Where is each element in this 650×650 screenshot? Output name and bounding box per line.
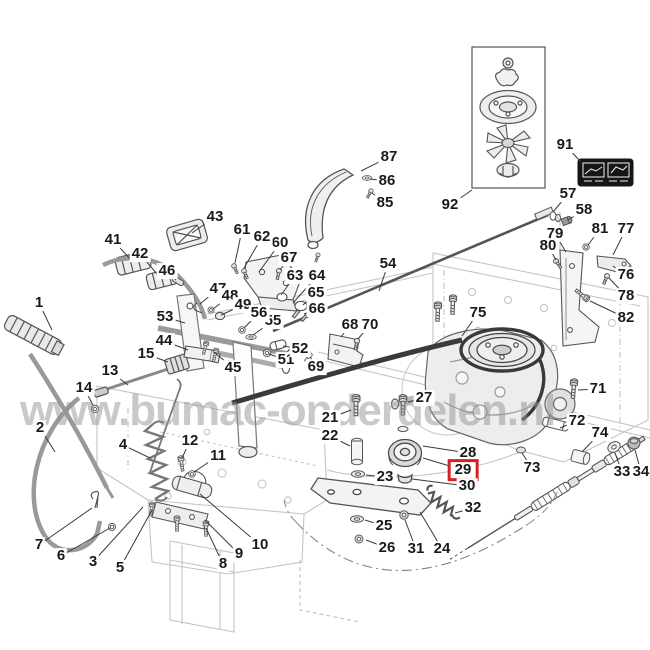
- part-label-67: 67: [278, 249, 300, 267]
- part-label-3: 3: [86, 553, 100, 571]
- part-label-61: 61: [231, 221, 253, 239]
- part-label-11: 11: [208, 447, 228, 465]
- belt-guard: [304, 168, 355, 263]
- part-label-53: 53: [154, 308, 176, 326]
- part-label-77: 77: [615, 220, 637, 238]
- part-label-27: 27: [413, 389, 435, 407]
- part-label-10: 10: [249, 536, 271, 554]
- part-label-81: 81: [589, 220, 611, 238]
- part-label-28: 28: [457, 444, 479, 462]
- part-label-69: 69: [305, 358, 327, 376]
- part-label-32: 32: [462, 499, 484, 517]
- part-label-12: 12: [179, 432, 201, 450]
- leader-line-6: [60, 527, 111, 557]
- part-label-42: 42: [129, 245, 151, 263]
- part-label-34: 34: [630, 463, 650, 481]
- part-label-82: 82: [615, 309, 637, 327]
- part-label-21: 21: [319, 409, 341, 427]
- part-label-49: 49: [232, 296, 254, 314]
- lower-brackets: [90, 454, 213, 537]
- part-label-22: 22: [319, 427, 341, 445]
- part-label-46: 46: [156, 262, 178, 280]
- part-label-43: 43: [204, 208, 226, 226]
- small-hardware: [171, 275, 287, 364]
- part-label-2: 2: [33, 419, 47, 437]
- part-label-44: 44: [153, 332, 175, 350]
- part-label-74: 74: [589, 424, 611, 442]
- part-label-33: 33: [611, 463, 633, 481]
- part-label-66: 66: [306, 300, 328, 318]
- idler-pulley-group: [310, 438, 432, 544]
- part-label-30: 30: [456, 477, 478, 495]
- part-label-85: 85: [374, 194, 396, 212]
- part-label-72: 72: [566, 412, 588, 430]
- part-label-63: 63: [284, 267, 306, 285]
- part-label-54: 54: [377, 255, 399, 273]
- spacer-sleeve: [351, 437, 363, 466]
- part-label-70: 70: [359, 316, 381, 334]
- part-label-1: 1: [32, 294, 46, 312]
- part-label-65: 65: [305, 284, 327, 302]
- return-spring: [142, 378, 182, 502]
- part-label-5: 5: [113, 559, 127, 577]
- part-label-71: 71: [587, 380, 609, 398]
- part-label-58: 58: [573, 201, 595, 219]
- pulley-fan-kit-box: [471, 46, 546, 189]
- part-label-45: 45: [222, 359, 244, 377]
- part-label-57: 57: [557, 185, 579, 203]
- part-label-56: 56: [248, 304, 270, 322]
- part-label-41: 41: [102, 231, 124, 249]
- pivot-bracket-cluster: [230, 254, 308, 323]
- cable-route-line: [295, 521, 529, 571]
- part-label-91: 91: [554, 136, 576, 154]
- part-label-26: 26: [376, 539, 398, 557]
- tension-spring: [426, 484, 461, 520]
- part-label-60: 60: [269, 234, 291, 252]
- part-label-24: 24: [431, 540, 453, 558]
- part-label-25: 25: [373, 517, 395, 535]
- part-label-23: 23: [374, 468, 396, 486]
- part-label-7: 7: [32, 536, 46, 554]
- part-label-75: 75: [467, 304, 489, 322]
- part-label-15: 15: [135, 345, 157, 363]
- part-label-80: 80: [537, 237, 559, 255]
- part-label-31: 31: [405, 540, 427, 558]
- engine-pulley: [468, 332, 536, 368]
- leader-line-7: [38, 507, 93, 546]
- brake-cable: [446, 435, 646, 562]
- leader-line-5: [119, 509, 153, 569]
- part-label-68: 68: [339, 316, 361, 334]
- bushing: [570, 449, 591, 465]
- part-label-13: 13: [99, 362, 121, 380]
- part-label-79: 79: [544, 225, 566, 243]
- part-label-86: 86: [376, 172, 398, 190]
- part-label-76: 76: [615, 266, 637, 284]
- warning-sticker: [577, 158, 634, 187]
- part-label-64: 64: [306, 267, 328, 285]
- part-label-87: 87: [378, 148, 400, 166]
- leader-line-10: [199, 493, 261, 546]
- part-label-73: 73: [521, 459, 543, 477]
- leader-line-3: [92, 506, 144, 563]
- part-label-78: 78: [615, 287, 637, 305]
- part-label-14: 14: [73, 379, 95, 397]
- part-label-9: 9: [232, 545, 246, 563]
- part-label-6: 6: [54, 547, 68, 565]
- part-label-62: 62: [251, 228, 273, 246]
- part-label-92: 92: [439, 196, 461, 214]
- part-label-4: 4: [116, 436, 130, 454]
- support-bracket: [297, 333, 364, 368]
- part-label-52: 52: [289, 340, 311, 358]
- drive-belt: [231, 327, 546, 422]
- part-label-8: 8: [216, 555, 230, 573]
